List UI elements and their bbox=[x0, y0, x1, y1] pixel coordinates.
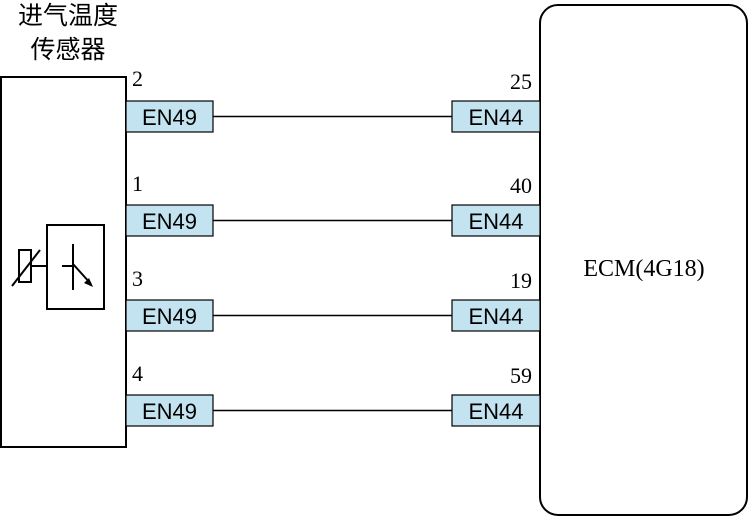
thermistor-icon bbox=[11, 224, 105, 310]
sensor-connector-label: EN49 bbox=[142, 304, 197, 329]
sensor-connector bbox=[125, 394, 214, 427]
ecm-connector-label: EN44 bbox=[468, 105, 523, 130]
ecm-connector bbox=[451, 100, 541, 133]
ecm-connector bbox=[451, 204, 541, 237]
ecm-connector-label: EN44 bbox=[468, 304, 523, 329]
sensor-connector bbox=[125, 299, 214, 332]
wire-row: 1 EN49 EN44 40 bbox=[125, 171, 541, 237]
ecm-connector bbox=[451, 394, 541, 427]
ecm-connector-label: EN44 bbox=[468, 399, 523, 424]
sensor-pin-number: 3 bbox=[132, 266, 143, 291]
wire-row: 4 EN49 EN44 59 bbox=[125, 361, 541, 427]
sensor-pin-number: 4 bbox=[132, 361, 143, 386]
sensor-connector-label: EN49 bbox=[142, 105, 197, 130]
sensor-connector-label: EN49 bbox=[142, 209, 197, 234]
sensor-title-line1: 进气温度 bbox=[18, 1, 118, 30]
sensor-connector bbox=[125, 100, 214, 133]
wire-row: 2 EN49 EN44 25 bbox=[125, 66, 541, 133]
sensor-connector-label: EN49 bbox=[142, 399, 197, 424]
ecm-label: ECM(4G18) bbox=[583, 256, 704, 282]
sensor-pin-number: 2 bbox=[132, 66, 143, 91]
ecm-pin-number: 40 bbox=[510, 173, 532, 198]
wire-row: 3 EN49 EN44 19 bbox=[125, 266, 541, 332]
ecm-body bbox=[539, 4, 748, 516]
ecm-connector-label: EN44 bbox=[468, 209, 523, 234]
ecm-connector bbox=[451, 299, 541, 332]
sensor-pin-number: 1 bbox=[132, 171, 143, 196]
sensor-title-line2: 传感器 bbox=[30, 35, 105, 64]
ecm-pin-number: 25 bbox=[510, 69, 532, 94]
ecm-pin-number: 59 bbox=[510, 363, 532, 388]
ecm-pin-number: 19 bbox=[510, 268, 532, 293]
